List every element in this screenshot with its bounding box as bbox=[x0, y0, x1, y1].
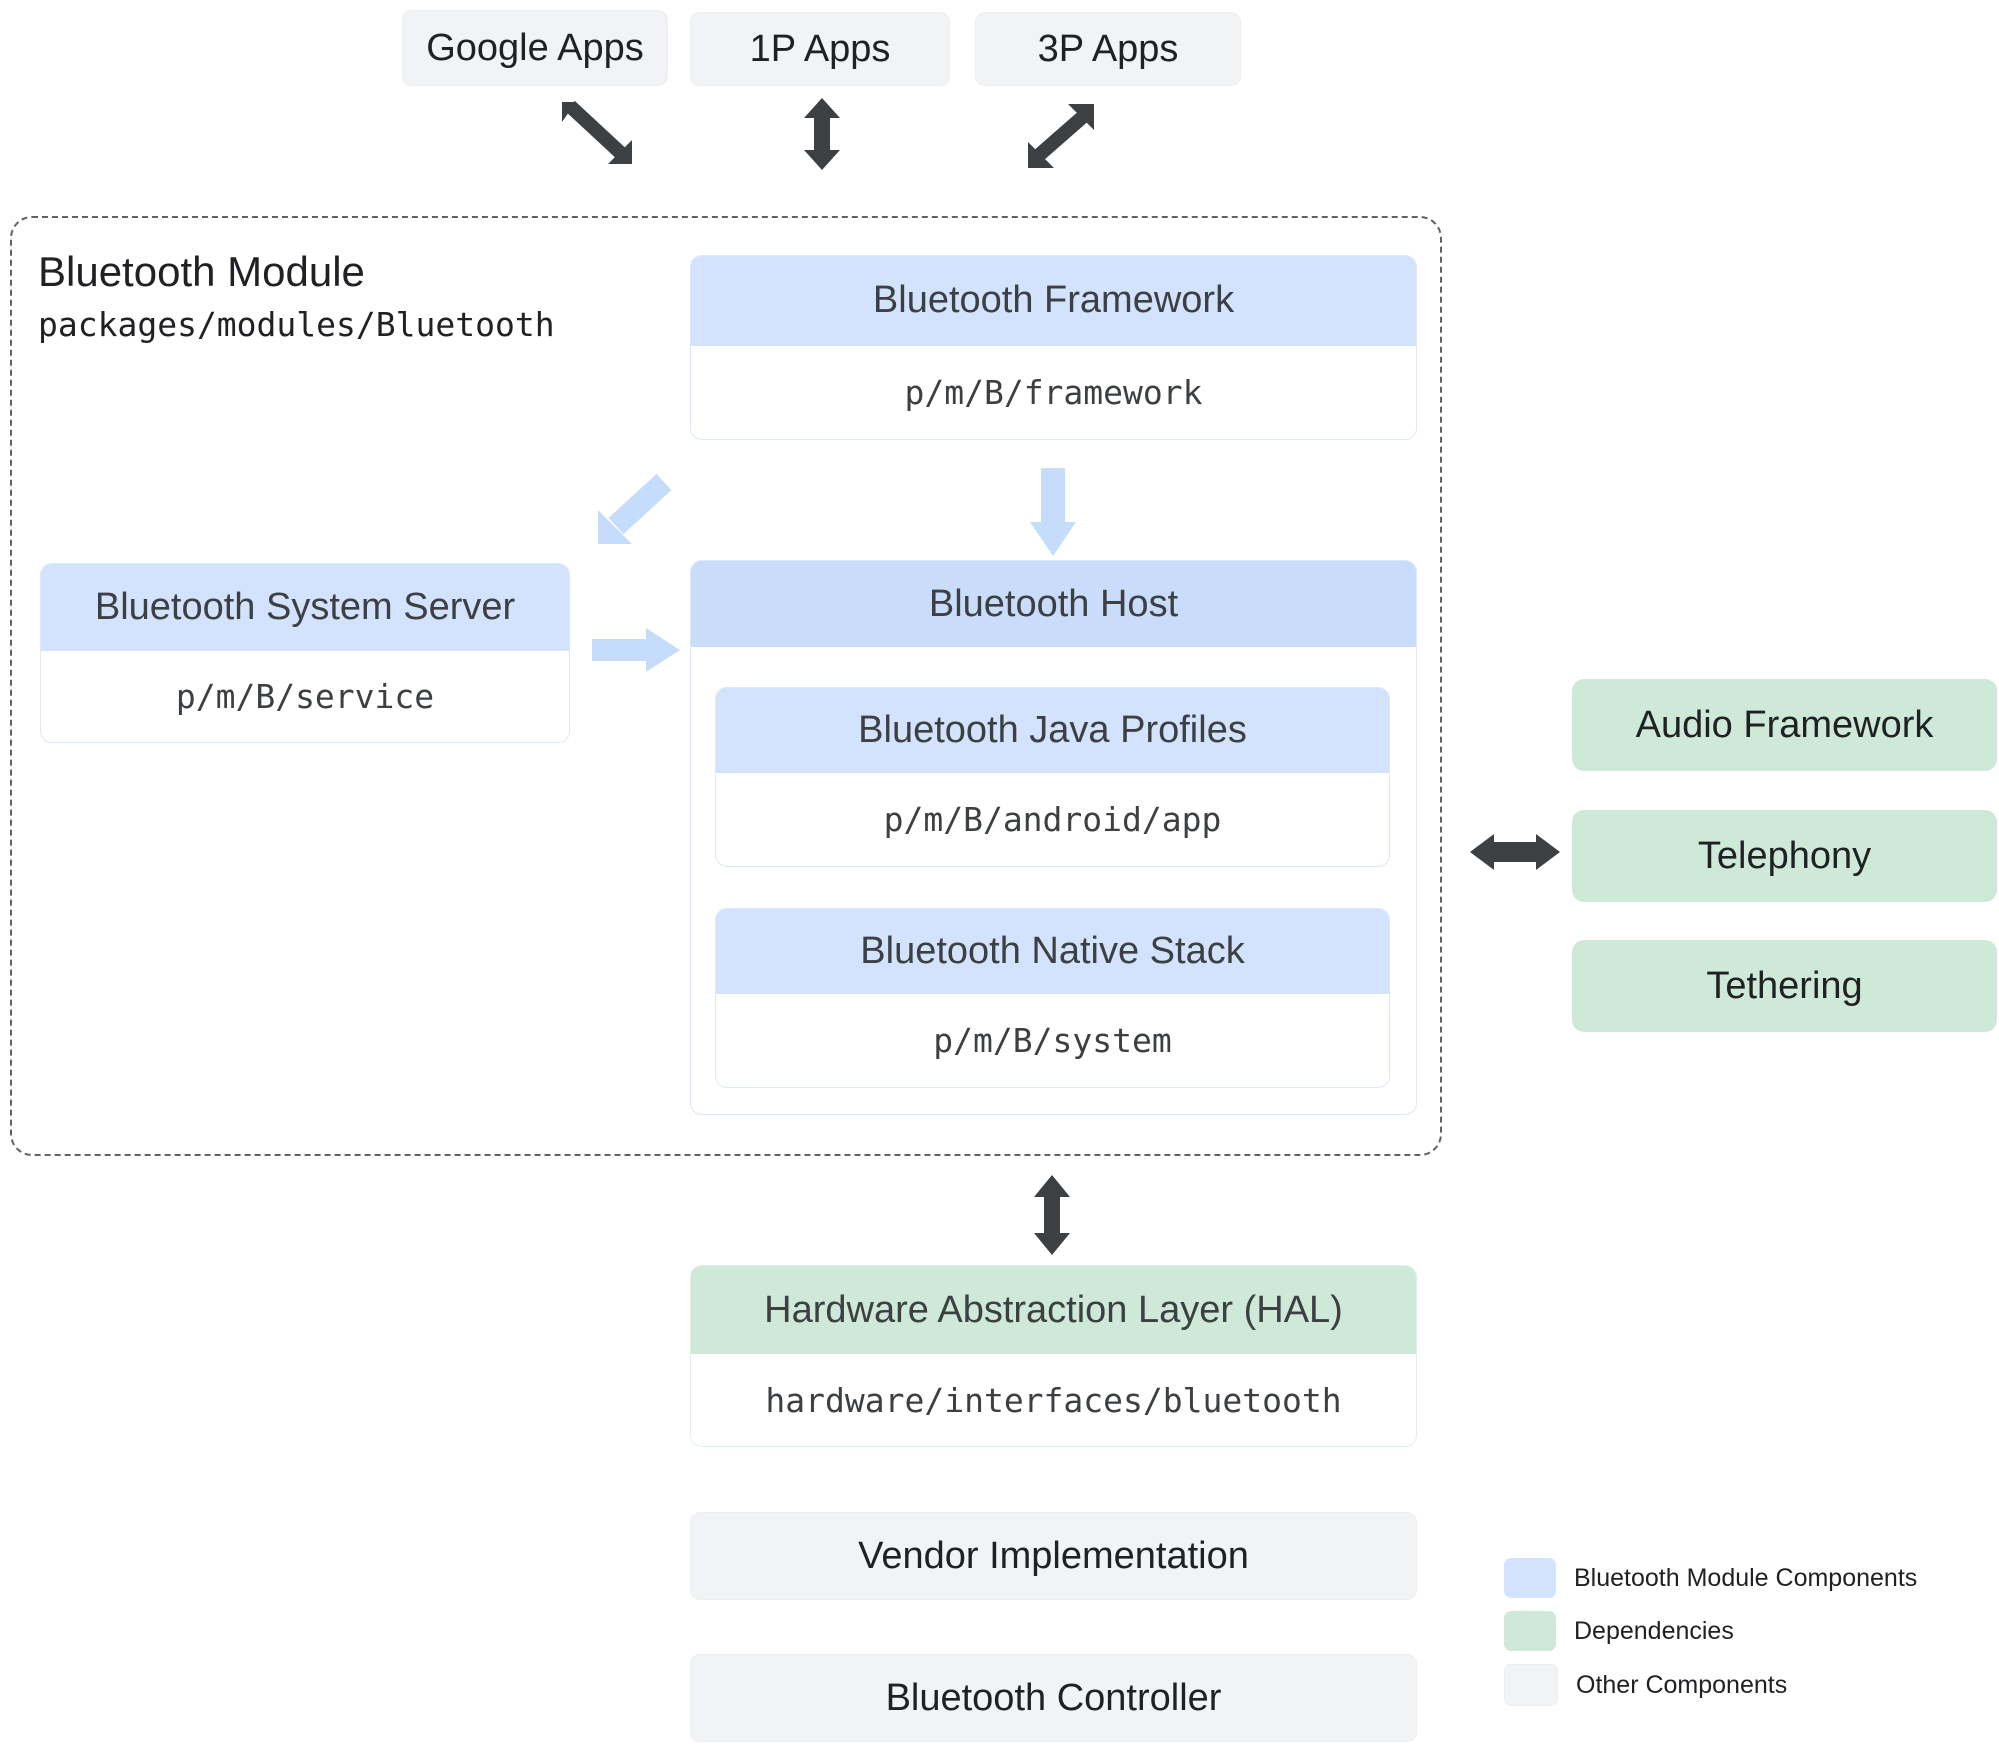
connector-framework-to-host bbox=[1030, 468, 1076, 556]
app-box-label: Google Apps bbox=[426, 26, 644, 69]
vendor-implementation-box[interactable]: Vendor Implementation bbox=[690, 1512, 1417, 1600]
hal-title: Hardware Abstraction Layer (HAL) bbox=[691, 1266, 1416, 1354]
bluetooth-native-stack-title: Bluetooth Native Stack bbox=[716, 909, 1389, 995]
bluetooth-controller-box[interactable]: Bluetooth Controller bbox=[690, 1654, 1417, 1742]
module-title: Bluetooth Module bbox=[38, 248, 365, 295]
legend-label: Dependencies bbox=[1574, 1616, 1734, 1645]
dependency-box-tethering[interactable]: Tethering bbox=[1572, 940, 1997, 1032]
bluetooth-framework-path: p/m/B/framework bbox=[691, 345, 1416, 439]
connector-google-apps bbox=[556, 100, 646, 170]
bluetooth-host-title: Bluetooth Host bbox=[691, 561, 1416, 647]
dependency-box-telephony[interactable]: Telephony bbox=[1572, 810, 1997, 902]
legend-swatch-blue bbox=[1504, 1558, 1556, 1598]
module-path: packages/modules/Bluetooth bbox=[38, 305, 555, 344]
double-horizontal-arrow-icon bbox=[1470, 834, 1560, 870]
legend-label: Bluetooth Module Components bbox=[1574, 1563, 1918, 1592]
legend: Bluetooth Module Components Dependencies… bbox=[1504, 1552, 1984, 1712]
bluetooth-controller-label: Bluetooth Controller bbox=[885, 1676, 1222, 1719]
hal-path: hardware/interfaces/bluetooth bbox=[691, 1354, 1416, 1446]
bluetooth-native-stack-card[interactable]: Bluetooth Native Stack p/m/B/system bbox=[715, 908, 1390, 1088]
vendor-implementation-label: Vendor Implementation bbox=[858, 1534, 1249, 1577]
connector-host-to-dependencies bbox=[1470, 830, 1560, 874]
dependency-label: Tethering bbox=[1706, 964, 1863, 1007]
bluetooth-framework-title: Bluetooth Framework bbox=[691, 256, 1416, 346]
legend-swatch-grey bbox=[1504, 1664, 1558, 1706]
connector-system-server-to-host bbox=[592, 628, 680, 672]
bluetooth-system-server-card[interactable]: Bluetooth System Server p/m/B/service bbox=[40, 563, 570, 743]
dependency-box-audio-framework[interactable]: Audio Framework bbox=[1572, 679, 1997, 771]
legend-item-other-components: Other Components bbox=[1504, 1658, 1984, 1712]
legend-label: Other Components bbox=[1576, 1670, 1788, 1699]
app-box-3p-apps[interactable]: 3P Apps bbox=[975, 12, 1241, 86]
app-box-label: 1P Apps bbox=[749, 27, 891, 70]
double-vertical-arrow-icon bbox=[1034, 1175, 1070, 1255]
bluetooth-module-container bbox=[10, 216, 1442, 1156]
diagonal-down-right-arrow-icon bbox=[562, 100, 632, 164]
down-arrow-icon bbox=[1030, 468, 1076, 556]
bluetooth-system-server-title: Bluetooth System Server bbox=[41, 564, 569, 652]
connector-3p-apps bbox=[1022, 100, 1102, 172]
app-box-label: 3P Apps bbox=[1037, 27, 1179, 70]
bluetooth-java-profiles-title: Bluetooth Java Profiles bbox=[716, 688, 1389, 774]
dependency-label: Telephony bbox=[1697, 834, 1872, 877]
bluetooth-java-profiles-path: p/m/B/android/app bbox=[716, 773, 1389, 866]
dependency-label: Audio Framework bbox=[1635, 703, 1934, 746]
diagonal-up-right-arrow-icon bbox=[598, 473, 672, 544]
double-vertical-arrow-icon bbox=[804, 98, 840, 170]
double-diagonal-arrow-icon bbox=[1028, 104, 1094, 168]
bluetooth-system-server-path: p/m/B/service bbox=[41, 651, 569, 742]
legend-swatch-green bbox=[1504, 1611, 1556, 1651]
bluetooth-framework-card[interactable]: Bluetooth Framework p/m/B/framework bbox=[690, 255, 1417, 440]
connector-1p-apps bbox=[800, 98, 844, 170]
connector-framework-to-system-server bbox=[592, 470, 680, 550]
right-arrow-icon bbox=[592, 628, 680, 672]
legend-item-module-components: Bluetooth Module Components bbox=[1504, 1552, 1984, 1604]
legend-item-dependencies: Dependencies bbox=[1504, 1604, 1984, 1658]
bluetooth-native-stack-path: p/m/B/system bbox=[716, 994, 1389, 1087]
hal-card[interactable]: Hardware Abstraction Layer (HAL) hardwar… bbox=[690, 1265, 1417, 1447]
connector-module-to-hal bbox=[1030, 1175, 1074, 1255]
bluetooth-java-profiles-card[interactable]: Bluetooth Java Profiles p/m/B/android/ap… bbox=[715, 687, 1390, 867]
app-box-1p-apps[interactable]: 1P Apps bbox=[690, 12, 950, 86]
app-box-google-apps[interactable]: Google Apps bbox=[402, 10, 668, 86]
